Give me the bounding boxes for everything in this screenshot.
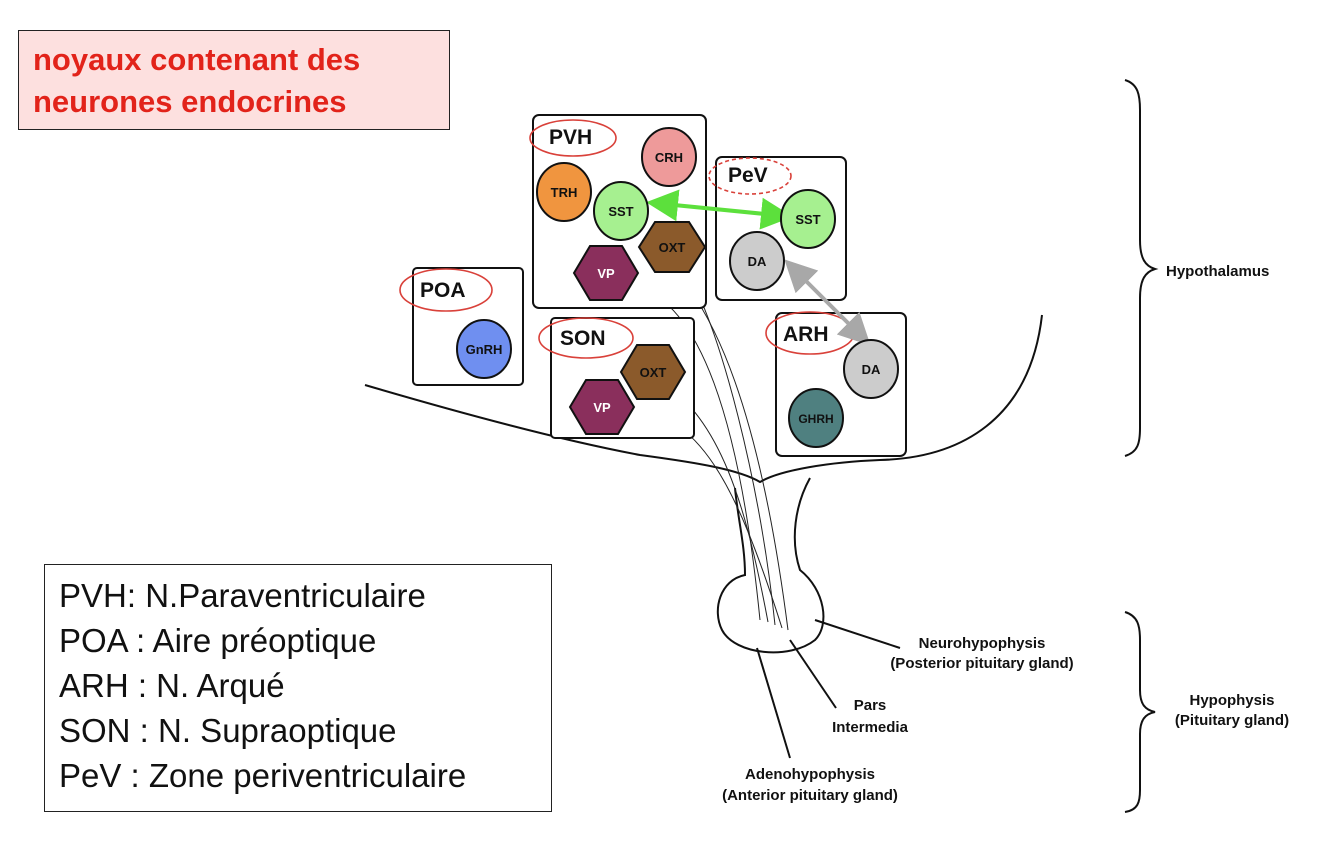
oxt-neuron-pvh <box>637 221 707 273</box>
neurohypophysis-label-2: (Posterior pituitary gland) <box>890 655 1073 672</box>
pev-highlight <box>708 157 792 195</box>
trh-label: TRH <box>551 185 578 200</box>
da-connection-arrow <box>784 259 871 346</box>
da-label-pev: DA <box>748 254 767 269</box>
oxt-neuron-son <box>619 344 687 400</box>
title-line-1: noyaux contenant des <box>33 42 361 77</box>
vp-neuron-son <box>568 379 636 435</box>
son-label: SON <box>560 327 606 350</box>
ghrh-label: GHRH <box>798 412 833 426</box>
adenohypophysis-label-2: (Anterior pituitary gland) <box>722 787 898 804</box>
neurohypophysis-label-1: Neurohypophysis <box>919 635 1046 652</box>
oxt-label-son: OXT <box>640 365 667 380</box>
arh-label: ARH <box>783 323 829 346</box>
hypothalamus-bracket <box>1124 79 1159 457</box>
vp-neuron-pvh <box>572 245 640 301</box>
hypophysis-label-2: (Pituitary gland) <box>1175 712 1289 729</box>
son-highlight <box>538 317 634 359</box>
oxt-label-pvh: OXT <box>659 240 686 255</box>
pointer-lines <box>756 619 901 759</box>
legend-row-arh: ARH : N. Arqué <box>59 667 285 704</box>
poa-label: POA <box>420 279 466 302</box>
pars-intermedia-label-2: Intermedia <box>832 719 909 736</box>
title-box: noyaux contenant des neurones endocrines <box>18 30 450 130</box>
sst-label-pvh: SST <box>608 204 633 219</box>
hypothalamus-outline <box>364 314 1043 484</box>
title-line-2: neurones endocrines <box>33 84 347 119</box>
legend-row-pev: PeV : Zone periventriculaire <box>59 757 467 794</box>
pituitary-stalk-and-gland <box>716 477 825 654</box>
hypothalamus-label: Hypothalamus <box>1166 263 1269 280</box>
legend-row-poa: POA : Aire préoptique <box>59 622 377 659</box>
da-neuron-pev <box>729 231 785 291</box>
legend-row-pvh: PVH: N.Paraventriculaire <box>59 577 426 614</box>
sst-label-pev: SST <box>795 212 820 227</box>
gnrh-label: GnRH <box>466 342 503 357</box>
sst-connection-arrow <box>646 189 793 230</box>
sst-neuron-pvh <box>593 181 649 241</box>
vp-label-son: VP <box>593 400 611 415</box>
legend-row-son: SON : N. Supraoptique <box>59 712 397 749</box>
crh-label: CRH <box>655 150 683 165</box>
adenohypophysis-label-1: Adenohypophysis <box>745 766 875 783</box>
da-label-arh: DA <box>862 362 881 377</box>
da-neuron-arh <box>843 339 899 399</box>
crh-neuron <box>641 127 697 187</box>
hypophysis-label-1: Hypophysis <box>1189 692 1274 709</box>
poa-highlight <box>399 268 493 312</box>
hypophysis-bracket <box>1124 611 1156 813</box>
sst-neuron-pev <box>780 189 836 249</box>
gnrh-neuron <box>456 319 512 379</box>
pvh-highlight <box>529 119 617 157</box>
pev-label: PeV <box>728 164 768 187</box>
ghrh-neuron <box>788 388 844 448</box>
trh-neuron <box>536 162 592 222</box>
pars-intermedia-label-1: Pars <box>854 697 887 714</box>
pvh-label: PVH <box>549 126 592 149</box>
abbreviation-legend: PVH: N.Paraventriculaire POA : Aire préo… <box>44 564 552 812</box>
vp-label-pvh: VP <box>597 266 615 281</box>
